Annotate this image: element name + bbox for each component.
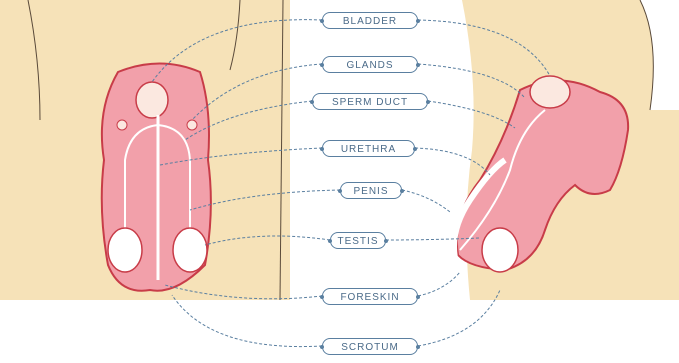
scrotum-label: SCROTUM [322,338,418,355]
front-gland-left [117,120,127,130]
front-bladder [136,82,168,118]
penis-label: PENIS [340,182,402,199]
side-testis [482,228,518,272]
urethra-label: URETHRA [322,140,415,157]
front-testis-left [108,228,142,272]
glands-label: GLANDS [322,56,418,73]
leader-foreskin-right [418,272,460,296]
front-view-organs [102,64,211,291]
leader-scrotum-left [172,295,322,347]
bladder-label: BLADDER [322,12,418,29]
sperm-duct-label: SPERM DUCT [312,93,428,110]
front-testis-right [173,228,207,272]
side-bladder [530,76,570,108]
front-gland-right [187,120,197,130]
leader-penis-right [402,190,450,212]
foreskin-label: FORESKIN [322,288,418,305]
testis-label: TESTIS [330,232,386,249]
